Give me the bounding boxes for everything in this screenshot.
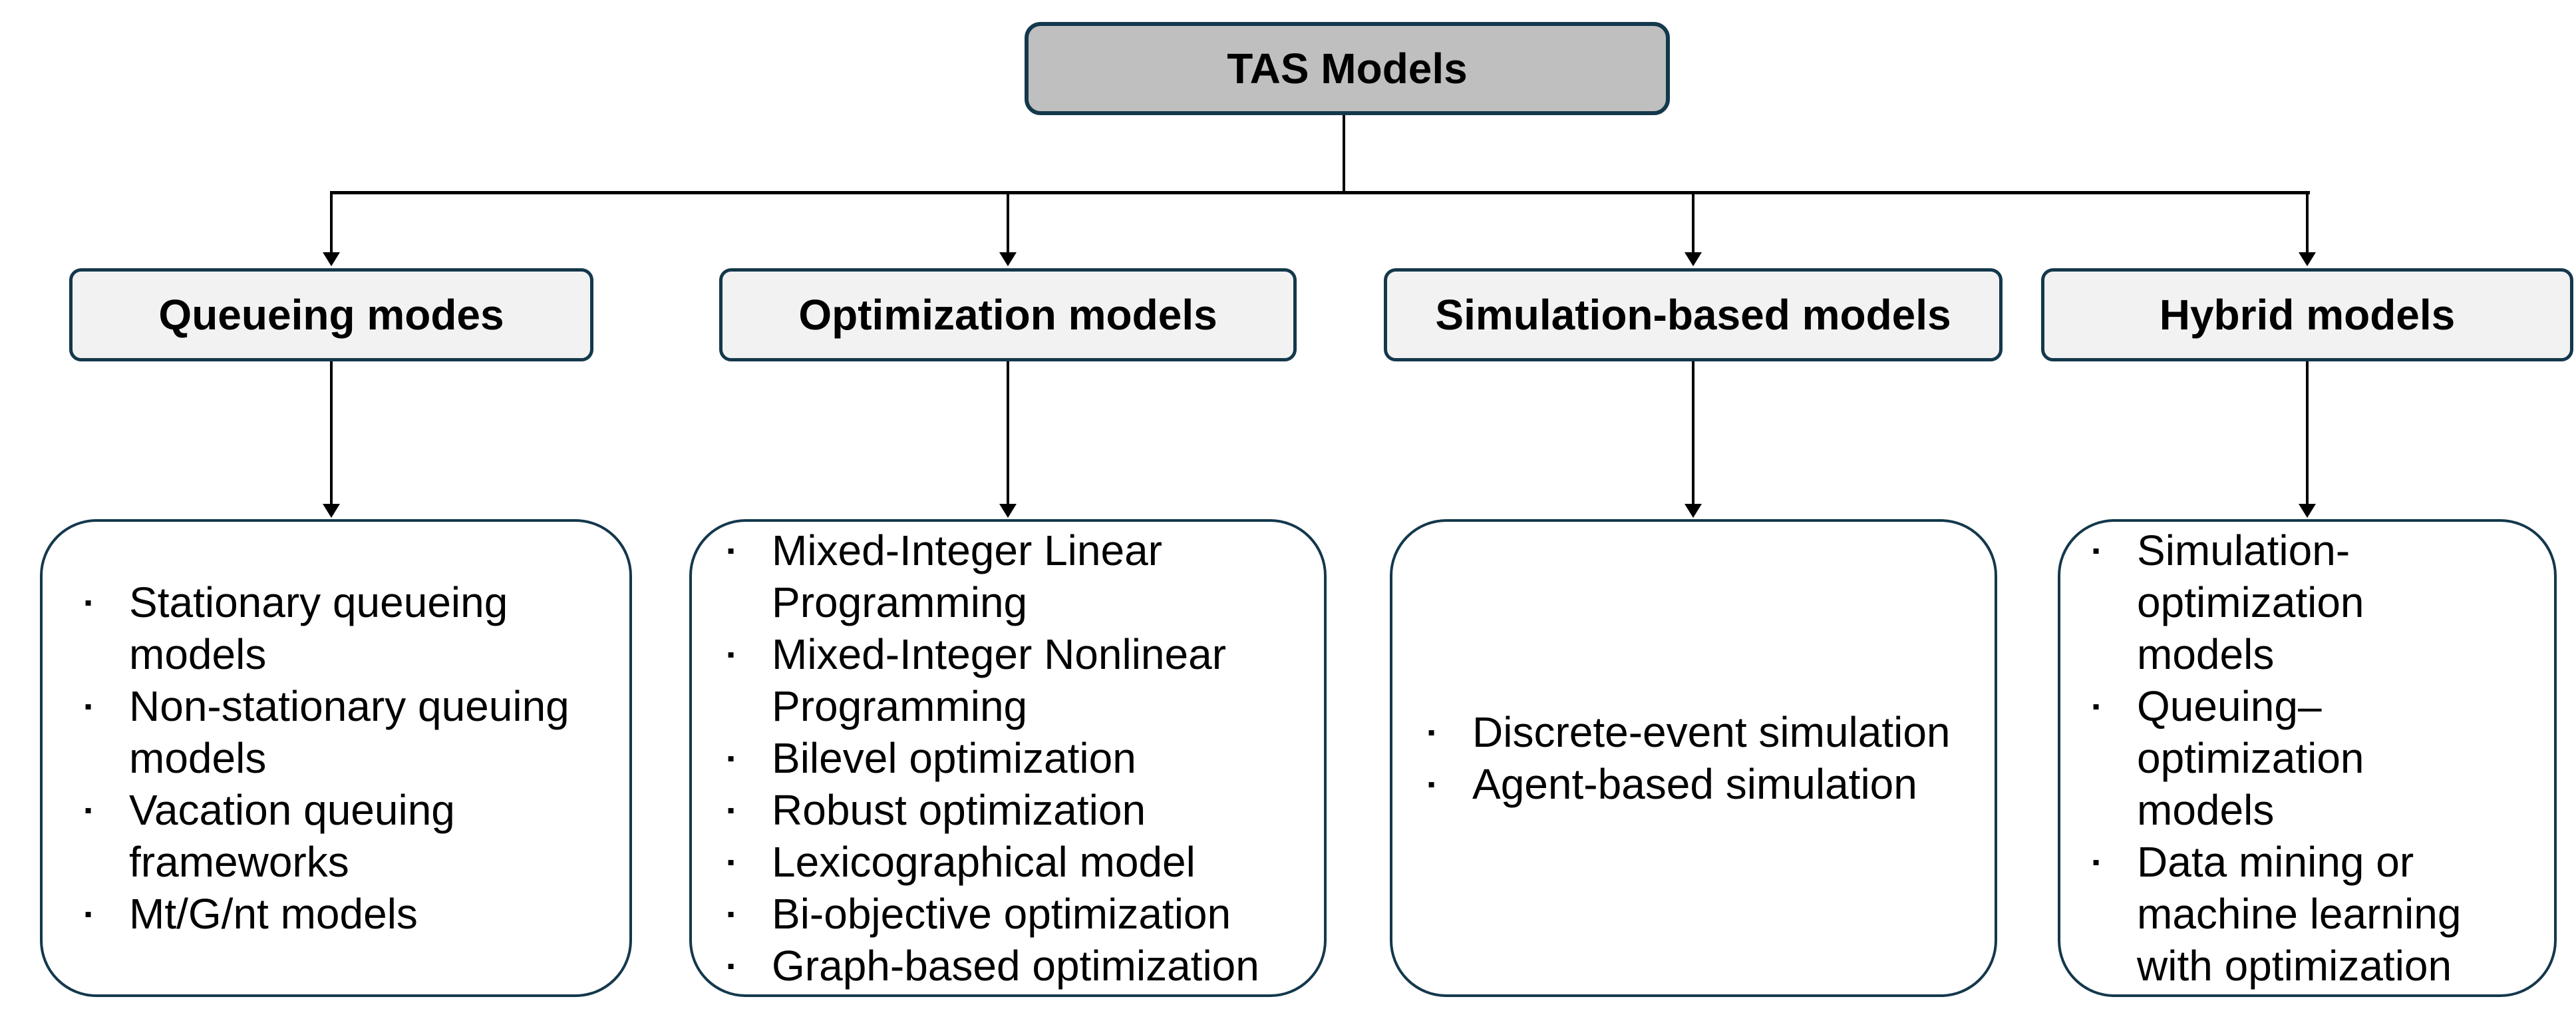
bullet-square-icon: ▪	[727, 538, 735, 562]
root-node-label: TAS Models	[1227, 45, 1468, 93]
list-item: ▪ Bi-objective optimization	[722, 888, 1277, 940]
bullet-square-icon: ▪	[727, 746, 735, 770]
list-item-text: Data mining or machine learning with opt…	[2137, 838, 2462, 990]
bullet-square-icon: ▪	[84, 798, 92, 822]
bullet-square-icon: ▪	[2092, 850, 2100, 874]
connector-drop-hybrid	[2306, 192, 2309, 253]
connector-drop-simulation	[1692, 192, 1694, 253]
list-item: ▪ Agent-based simulation	[1422, 758, 1961, 810]
list-item-text: Mixed-Integer Linear Programming	[772, 526, 1162, 626]
list-item-text: Queuing–optimization models	[2137, 682, 2364, 834]
branch-node-simulation-based-models: Simulation-based models	[1384, 268, 2003, 361]
list-item: ▪ Non-stationary queuing models	[79, 680, 589, 784]
leaf-box-optimization-models: ▪ Mixed-Integer Linear Programming ▪ Mix…	[689, 519, 1327, 997]
connector-branch-to-leaf-simulation	[1692, 361, 1694, 505]
arrowhead-down-icon	[2299, 504, 2316, 518]
arrowhead-down-icon	[999, 252, 1017, 266]
bullet-square-icon: ▪	[84, 694, 92, 718]
bullet-square-icon: ▪	[1428, 772, 1436, 796]
list-item-text: Agent-based simulation	[1472, 760, 1917, 808]
list-item: ▪ Mixed-Integer Linear Programming	[722, 524, 1277, 628]
bullet-square-icon: ▪	[2092, 694, 2100, 718]
list-item-text: Bilevel optimization	[772, 734, 1136, 782]
simulation-based-item-list: ▪ Discrete-event simulation ▪ Agent-base…	[1422, 706, 1961, 810]
bullet-square-icon: ▪	[727, 798, 735, 822]
leaf-box-queueing-modes: ▪ Stationary queueing models ▪ Non-stati…	[40, 519, 632, 997]
branch-node-label: Optimization models	[798, 291, 1217, 339]
arrowhead-down-icon	[1685, 504, 1702, 518]
bullet-square-icon: ▪	[84, 590, 92, 614]
optimization-models-item-list: ▪ Mixed-Integer Linear Programming ▪ Mix…	[722, 524, 1277, 992]
bullet-square-icon: ▪	[727, 954, 735, 978]
list-item-text: Mixed-Integer Nonlinear Programming	[772, 630, 1226, 730]
list-item-text: Mt/G/nt models	[129, 890, 418, 938]
list-item-text: Graph-based optimization	[772, 942, 1259, 990]
list-item: ▪ Stationary queueing models	[79, 576, 589, 680]
arrowhead-down-icon	[323, 504, 340, 518]
branch-node-optimization-models: Optimization models	[719, 268, 1297, 361]
branch-node-label: Hybrid models	[2159, 291, 2456, 339]
arrowhead-down-icon	[1685, 252, 1702, 266]
list-item: ▪ Robust optimization	[722, 784, 1277, 836]
branch-node-hybrid-models: Hybrid models	[2041, 268, 2573, 361]
list-item: ▪ Data mining or machine learning with o…	[2087, 836, 2481, 992]
branch-node-label: Simulation-based models	[1435, 291, 1951, 339]
connector-branch-to-leaf-queueing	[330, 361, 333, 505]
arrowhead-down-icon	[323, 252, 340, 266]
arrowhead-down-icon	[2299, 252, 2316, 266]
branch-node-queueing-modes: Queueing modes	[69, 268, 593, 361]
list-item: ▪ Mixed-Integer Nonlinear Programming	[722, 628, 1277, 732]
list-item: ▪ Simulation-optimization models	[2087, 524, 2481, 680]
connector-drop-queueing	[330, 192, 333, 253]
bullet-square-icon: ▪	[2092, 538, 2100, 562]
branch-node-label: Queueing modes	[158, 291, 504, 339]
list-item-text: Lexicographical model	[772, 838, 1196, 886]
list-item-text: Non-stationary queuing models	[129, 682, 569, 782]
bullet-square-icon: ▪	[1428, 720, 1436, 744]
list-item: ▪ Discrete-event simulation	[1422, 706, 1961, 758]
list-item-text: Simulation-optimization models	[2137, 526, 2364, 678]
connector-branch-to-leaf-optimization	[1007, 361, 1009, 505]
list-item: ▪ Lexicographical model	[722, 836, 1277, 888]
connector-root-stem	[1343, 115, 1345, 192]
root-node-tas-models: TAS Models	[1025, 22, 1670, 115]
list-item-text: Vacation queuing frameworks	[129, 786, 455, 886]
arrowhead-down-icon	[999, 504, 1017, 518]
connector-drop-optimization	[1007, 192, 1009, 253]
list-item: ▪ Mt/G/nt models	[79, 888, 589, 940]
leaf-box-simulation-based-models: ▪ Discrete-event simulation ▪ Agent-base…	[1390, 519, 1997, 997]
connector-trunk-horizontal	[330, 191, 2310, 194]
list-item-text: Discrete-event simulation	[1472, 708, 1951, 756]
list-item-text: Bi-objective optimization	[772, 890, 1231, 938]
list-item: ▪ Queuing–optimization models	[2087, 680, 2481, 836]
connector-branch-to-leaf-hybrid	[2306, 361, 2309, 505]
hybrid-models-item-list: ▪ Simulation-optimization models ▪ Queui…	[2087, 524, 2481, 992]
bullet-square-icon: ▪	[84, 902, 92, 926]
bullet-square-icon: ▪	[727, 642, 735, 666]
queueing-modes-item-list: ▪ Stationary queueing models ▪ Non-stati…	[79, 576, 589, 940]
list-item-text: Stationary queueing models	[129, 578, 508, 678]
list-item: ▪ Bilevel optimization	[722, 732, 1277, 784]
list-item-text: Robust optimization	[772, 786, 1146, 834]
bullet-square-icon: ▪	[727, 902, 735, 926]
bullet-square-icon: ▪	[727, 850, 735, 874]
list-item: ▪ Vacation queuing frameworks	[79, 784, 589, 888]
list-item: ▪ Graph-based optimization	[722, 940, 1277, 992]
leaf-box-hybrid-models: ▪ Simulation-optimization models ▪ Queui…	[2058, 519, 2557, 997]
